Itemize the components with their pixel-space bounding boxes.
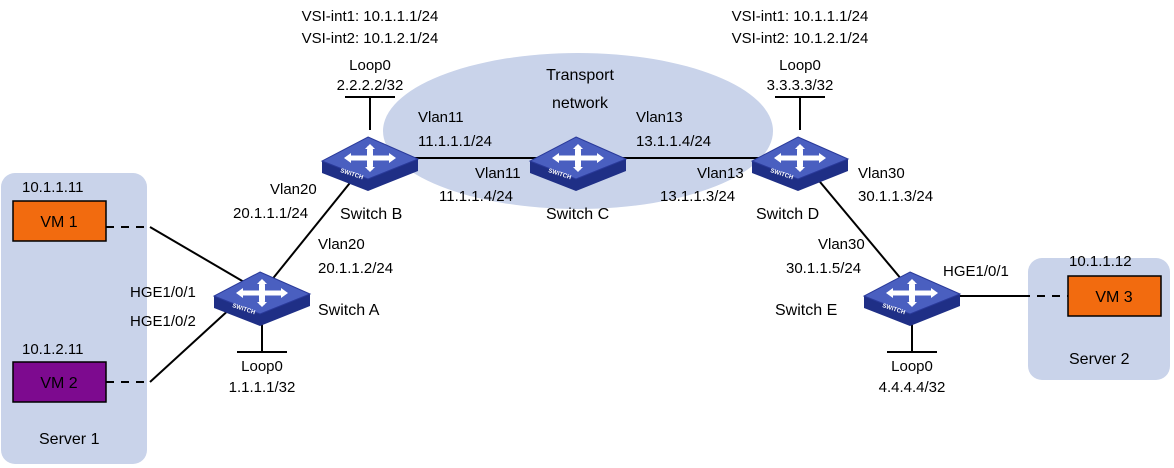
port-e-hge101: HGE1/0/1 [943, 263, 1009, 280]
vsi-d-int2: VSI-int2: 10.1.2.1/24 [732, 30, 869, 47]
vm3-ip: 10.1.1.12 [1069, 253, 1132, 270]
c-vlan13-name: Vlan13 [636, 109, 683, 126]
switch-icon [863, 271, 961, 327]
loop-a-ip: 1.1.1.1/32 [229, 379, 296, 396]
transport-label-line1: Transport [546, 67, 614, 84]
loop-a-name: Loop0 [241, 358, 283, 375]
vm2-label: VM 2 [40, 375, 77, 392]
c-vlan11-name: Vlan11 [475, 165, 521, 182]
d-vlan13-name: Vlan13 [697, 165, 744, 182]
a-vlan20-ip: 20.1.1.2/24 [318, 260, 393, 277]
vm3-box [1067, 275, 1162, 317]
d-vlan30-name: Vlan30 [858, 165, 905, 182]
vsi-d-int1: VSI-int1: 10.1.1.1/24 [732, 8, 869, 25]
loop-b-ip: 2.2.2.2/32 [337, 77, 404, 94]
b-vlan20-name: Vlan20 [270, 181, 317, 198]
vm1-box [12, 200, 107, 242]
loop-e-ip: 4.4.4.4/32 [879, 379, 946, 396]
vm1-label: VM 1 [40, 214, 77, 231]
switch-e: SWITCH [863, 271, 961, 327]
b-vlan11-name: Vlan11 [418, 109, 464, 126]
switch-icon [213, 271, 311, 327]
server-1-label: Server 1 [39, 431, 100, 448]
link-vm1-switch-a [149, 226, 245, 283]
loop-b-name: Loop0 [349, 57, 391, 74]
switch-a: SWITCH [213, 271, 311, 327]
transport-network-cloud [383, 53, 773, 209]
port-a-hge101: HGE1/0/1 [130, 284, 196, 301]
c-vlan11-ip: 11.1.1.4/24 [439, 188, 513, 205]
e-vlan30-ip: 30.1.1.5/24 [786, 260, 861, 277]
vsi-b-int2: VSI-int2: 10.1.2.1/24 [302, 30, 439, 47]
switch-a-name: Switch A [318, 302, 380, 319]
switch-b-name: Switch B [340, 206, 402, 223]
server-2-label: Server 2 [1069, 351, 1130, 368]
loop-d-name: Loop0 [779, 57, 821, 74]
vm2-ip: 10.1.2.11 [22, 341, 83, 358]
vm2-box [12, 361, 107, 403]
d-vlan13-ip: 13.1.1.3/24 [660, 188, 735, 205]
loop-e-name: Loop0 [891, 358, 933, 375]
vsi-b-int1: VSI-int1: 10.1.1.1/24 [302, 8, 439, 25]
switch-e-name: Switch E [775, 302, 837, 319]
a-vlan20-name: Vlan20 [318, 236, 365, 253]
port-a-hge102: HGE1/0/2 [130, 313, 196, 330]
vm3-label: VM 3 [1095, 289, 1132, 306]
b-vlan20-ip: 20.1.1.1/24 [233, 205, 308, 222]
switch-b: SWITCH [321, 136, 419, 192]
switch-c: SWITCH [529, 136, 627, 192]
switch-c-name: Switch C [546, 206, 609, 223]
loop-d-ip: 3.3.3.3/32 [767, 77, 834, 94]
c-vlan13-ip: 13.1.1.4/24 [636, 133, 711, 150]
vm1-ip: 10.1.1.11 [22, 179, 83, 196]
d-vlan30-ip: 30.1.1.3/24 [858, 188, 933, 205]
b-vlan11-ip: 11.1.1.1/24 [418, 133, 492, 150]
e-vlan30-name: Vlan30 [818, 236, 865, 253]
transport-label-line2: network [552, 95, 609, 112]
switch-d: SWITCH [751, 136, 849, 192]
switch-d-name: Switch D [756, 206, 819, 223]
